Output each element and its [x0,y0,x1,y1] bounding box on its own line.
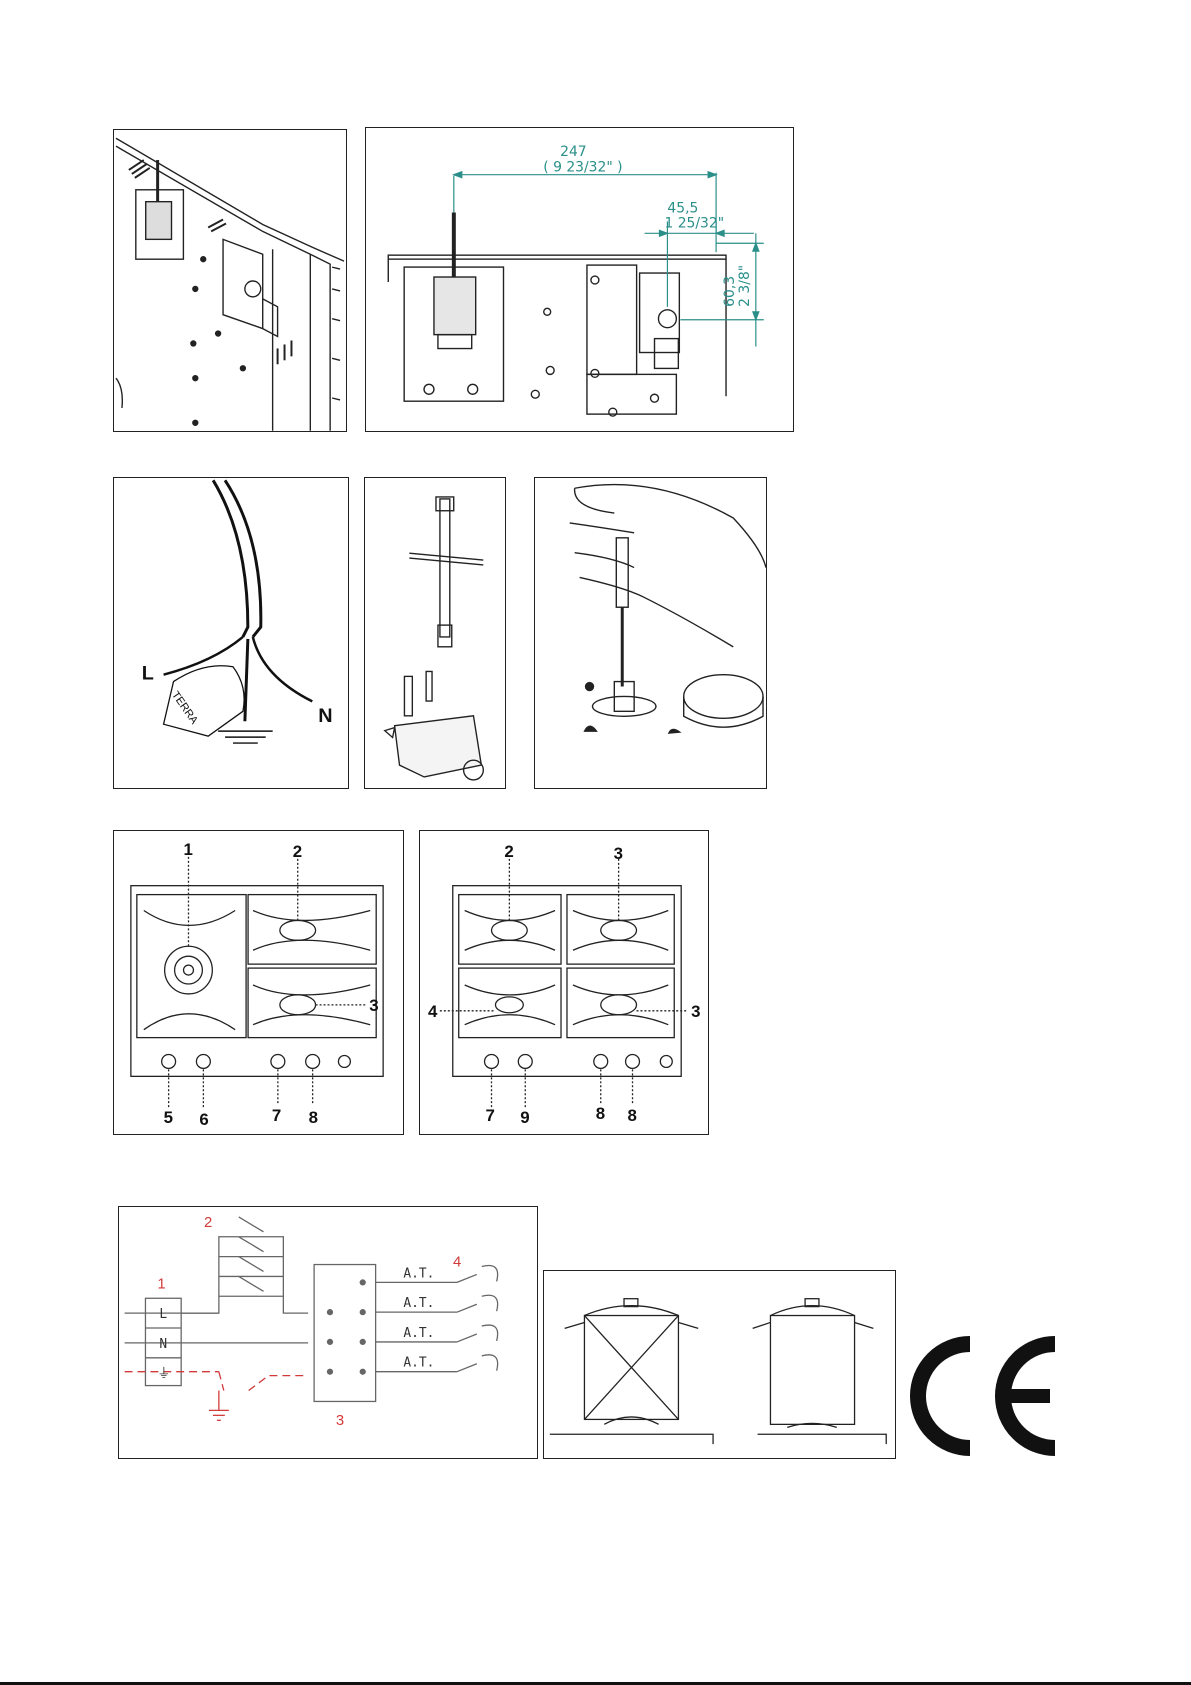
hob-left-label-2: 2 [293,842,302,861]
hob-left-label-3: 3 [369,996,378,1015]
ce-mark-icon [900,1336,1060,1456]
screwdriver-drawing [535,478,766,788]
wiring-ref-3: 3 [336,1413,344,1429]
dim-offset-mm: 45,5 [667,200,698,216]
panel-pot-usage [543,1270,896,1459]
hob-right-label-8a: 8 [596,1104,605,1123]
output-at-4: A.T. [403,1356,434,1371]
pot-icon [550,1299,886,1444]
panel-hob-underside [113,129,347,432]
pot-usage-drawing [544,1271,895,1458]
terminal-n: N [159,1337,167,1352]
screwdriver-icon [616,538,628,607]
wiring-drawing: 1 2 3 4 L N ⏚ A.T. A.T. A.T. A.T. [119,1207,537,1458]
hob-left-label-7: 7 [272,1106,281,1125]
panel-hob-layout-right: 2 3 4 3 7 9 8 8 [419,830,709,1135]
hob-left-label-6: 6 [199,1110,208,1129]
panel-connector-dimensions: 247 ( 9 23/32" ) 45,5 1 25/32" 60,3 2 3/… [365,127,794,432]
hob-right-label-9: 9 [520,1108,529,1127]
wiring-ref-2: 2 [204,1215,212,1231]
panel-screwdriver-adjustment [534,477,767,789]
hob-right-label-7: 7 [486,1106,495,1125]
terminal-l: L [159,1307,167,1322]
terminal-earth: ⏚ [157,1367,170,1382]
hob-right-label-4: 4 [428,1002,438,1021]
wiring-ref-1: 1 [157,1276,165,1292]
hob-right-label-3-top: 3 [614,844,623,863]
panel-power-cable: L N TERRA [113,477,349,789]
hob-left-label-1: 1 [184,840,193,859]
dimension-drawing: 247 ( 9 23/32" ) 45,5 1 25/32" 60,3 2 3/… [366,128,793,431]
dim-width-in: ( 9 23/32" ) [543,160,622,176]
hob-right-label-2: 2 [504,842,513,861]
live-label: L [142,663,154,685]
panel-nozzle-tool [364,477,506,789]
power-cable-drawing: L N TERRA [114,478,348,788]
output-at-3: A.T. [403,1326,434,1341]
output-at-2: A.T. [403,1296,434,1311]
output-at-1: A.T. [403,1266,434,1281]
neutral-label: N [318,705,332,727]
hob-underside-drawing [114,130,346,431]
wiring-ref-4: 4 [453,1255,461,1271]
panel-hob-layout-left: 1 2 3 5 6 7 8 [113,830,404,1135]
hob-left-label-8: 8 [309,1108,318,1127]
hob-right-label-3-side: 3 [691,1002,700,1021]
hand-icon [570,485,766,647]
nozzle-tool-drawing [365,478,505,788]
hob-right-drawing: 2 3 4 3 7 9 8 8 [420,831,708,1134]
hob-left-drawing: 1 2 3 5 6 7 8 [114,831,403,1134]
hob-left-label-5: 5 [164,1108,173,1127]
hob-right-label-8b: 8 [628,1106,637,1125]
dim-height-in: 2 3/8" [737,265,753,307]
box-spanner-icon [385,497,484,780]
dim-offset-in: 1 25/32" [664,215,724,231]
panel-wiring-diagram: 1 2 3 4 L N ⏚ A.T. A.T. A.T. A.T. [118,1206,538,1459]
dim-width-mm: 247 [560,144,587,160]
dim-height-mm: 60,3 [722,276,738,307]
